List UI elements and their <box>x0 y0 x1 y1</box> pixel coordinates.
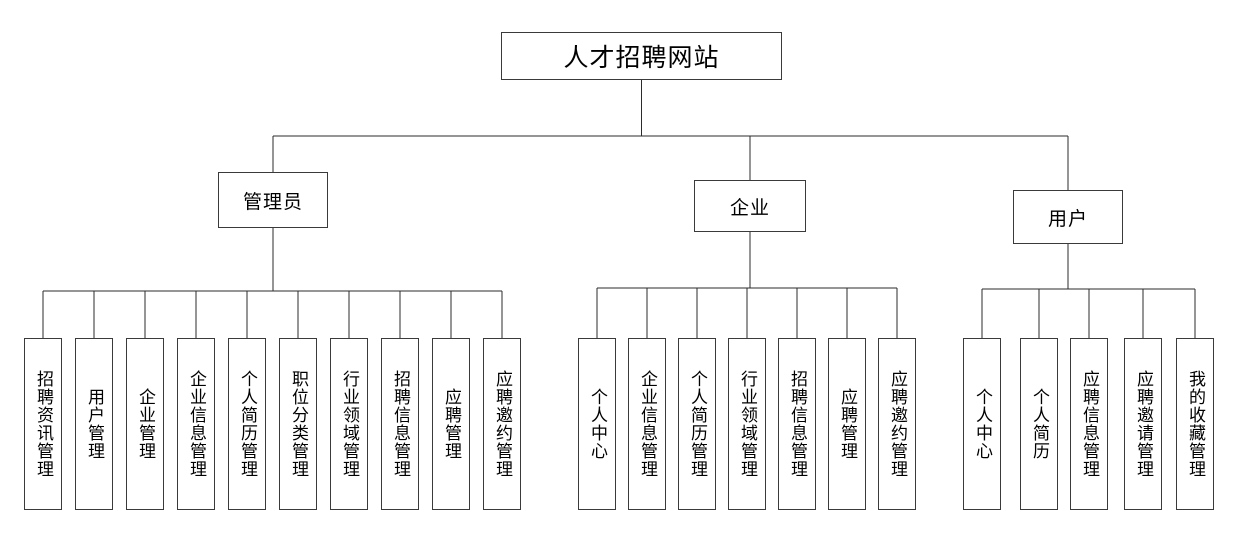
node-group-admin[interactable]: 管理员 <box>218 172 328 228</box>
node-leaf-user-1[interactable]: 个人中心 <box>963 338 1001 510</box>
node-group-user-label: 用户 <box>1047 208 1088 230</box>
node-leaf-enterprise-6-label: 应聘管理 <box>838 388 857 460</box>
node-leaf-user-4[interactable]: 应聘邀请管理 <box>1124 338 1162 510</box>
node-leaf-user-3[interactable]: 应聘信息管理 <box>1070 338 1108 510</box>
node-leaf-admin-1[interactable]: 招聘资讯管理 <box>24 338 62 510</box>
node-leaf-enterprise-2-label: 企业信息管理 <box>638 370 657 478</box>
node-leaf-enterprise-5-label: 招聘信息管理 <box>788 370 807 478</box>
node-leaf-enterprise-4-label: 行业领域管理 <box>738 370 757 478</box>
node-leaf-admin-4-label: 企业信息管理 <box>187 370 206 478</box>
node-leaf-admin-9-label: 应聘管理 <box>442 388 461 460</box>
node-leaf-admin-7[interactable]: 行业领域管理 <box>330 338 368 510</box>
node-leaf-enterprise-5[interactable]: 招聘信息管理 <box>778 338 816 510</box>
node-leaf-enterprise-3-label: 个人简历管理 <box>688 370 707 478</box>
node-leaf-admin-8[interactable]: 招聘信息管理 <box>381 338 419 510</box>
node-leaf-admin-6[interactable]: 职位分类管理 <box>279 338 317 510</box>
node-group-enterprise[interactable]: 企业 <box>694 180 806 232</box>
node-leaf-user-1-label: 个人中心 <box>973 388 992 460</box>
node-leaf-admin-5-label: 个人简历管理 <box>238 370 257 478</box>
node-leaf-admin-2-label: 用户管理 <box>85 388 104 460</box>
node-leaf-admin-5[interactable]: 个人简历管理 <box>228 338 266 510</box>
node-leaf-admin-9[interactable]: 应聘管理 <box>432 338 470 510</box>
node-leaf-user-3-label: 应聘信息管理 <box>1080 370 1099 478</box>
node-leaf-admin-3-label: 企业管理 <box>136 388 155 460</box>
node-group-admin-label: 管理员 <box>242 191 303 213</box>
node-root-label: 人才招聘网站 <box>563 45 720 72</box>
node-leaf-admin-8-label: 招聘信息管理 <box>391 370 410 478</box>
node-leaf-enterprise-6[interactable]: 应聘管理 <box>828 338 866 510</box>
node-group-enterprise-label: 企业 <box>729 197 770 219</box>
node-leaf-enterprise-4[interactable]: 行业领域管理 <box>728 338 766 510</box>
node-leaf-admin-10[interactable]: 应聘邀约管理 <box>483 338 521 510</box>
node-group-user[interactable]: 用户 <box>1013 190 1123 244</box>
node-leaf-enterprise-7[interactable]: 应聘邀约管理 <box>878 338 916 510</box>
node-leaf-user-2[interactable]: 个人简历 <box>1020 338 1058 510</box>
node-root[interactable]: 人才招聘网站 <box>501 32 782 80</box>
node-leaf-user-5[interactable]: 我的收藏管理 <box>1176 338 1214 510</box>
node-leaf-enterprise-1-label: 个人中心 <box>588 388 607 460</box>
node-leaf-enterprise-3[interactable]: 个人简历管理 <box>678 338 716 510</box>
node-leaf-enterprise-1[interactable]: 个人中心 <box>578 338 616 510</box>
node-leaf-admin-6-label: 职位分类管理 <box>289 370 308 478</box>
node-leaf-user-4-label: 应聘邀请管理 <box>1134 370 1153 478</box>
node-leaf-admin-3[interactable]: 企业管理 <box>126 338 164 510</box>
node-leaf-enterprise-7-label: 应聘邀约管理 <box>888 370 907 478</box>
node-leaf-user-2-label: 个人简历 <box>1030 388 1049 460</box>
node-leaf-enterprise-2[interactable]: 企业信息管理 <box>628 338 666 510</box>
node-leaf-admin-1-label: 招聘资讯管理 <box>34 370 53 478</box>
node-leaf-admin-7-label: 行业领域管理 <box>340 370 359 478</box>
node-leaf-user-5-label: 我的收藏管理 <box>1186 370 1205 478</box>
node-leaf-admin-10-label: 应聘邀约管理 <box>493 370 512 478</box>
node-leaf-admin-2[interactable]: 用户管理 <box>75 338 113 510</box>
node-leaf-admin-4[interactable]: 企业信息管理 <box>177 338 215 510</box>
